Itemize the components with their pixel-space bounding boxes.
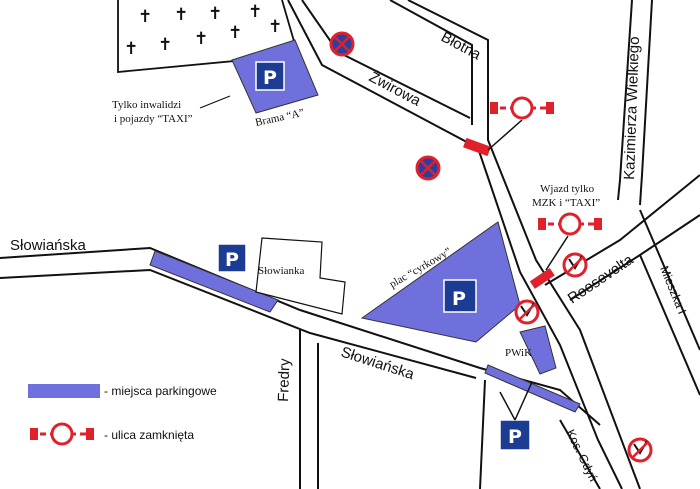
barrier-arrow bbox=[487, 119, 523, 151]
no-stopping-icon bbox=[415, 155, 441, 181]
parking-sign-icon bbox=[499, 419, 531, 451]
legend-closed-label: - ulica zamknięta bbox=[104, 428, 194, 442]
disabled-note-line1: Tylko inwalidzi bbox=[112, 99, 181, 111]
entry-note-line2: MZK i “TAXI” bbox=[532, 197, 600, 209]
parking-sign-icon bbox=[443, 279, 477, 313]
pointer-arrow bbox=[499, 391, 516, 421]
parking-sign-icon bbox=[255, 61, 285, 91]
disabled-note-line2: i pojazdy “TAXI” bbox=[114, 113, 193, 125]
cemetery-cross-icon: ✝ bbox=[174, 5, 188, 25]
cemetery-cross-icon: ✝ bbox=[124, 39, 138, 59]
building-slowianka-label: Słowianka bbox=[258, 265, 305, 277]
legend: - miejsca parkingowe - ulica zamknięta bbox=[28, 384, 217, 446]
street-closed-icon bbox=[490, 96, 554, 120]
cemetery-cross-icon: ✝ bbox=[248, 2, 262, 22]
legend-closed-icon bbox=[30, 422, 94, 446]
no-turn-icon bbox=[562, 252, 588, 278]
cemetery-cross-icon: ✝ bbox=[158, 35, 172, 55]
barrier-icon bbox=[529, 267, 555, 289]
no-turn-icon bbox=[627, 437, 653, 463]
cemetery-cross-icon: ✝ bbox=[208, 4, 222, 24]
cemetery-wall bbox=[117, 0, 300, 73]
cemetery-cross-icon: ✝ bbox=[194, 29, 208, 49]
legend-parking-swatch bbox=[28, 384, 100, 398]
pointer-arrow bbox=[514, 381, 533, 421]
entry-note-line1: Wjazd tylko bbox=[540, 183, 595, 195]
street-kazimierza: Kazimierza Wielkiego bbox=[621, 36, 643, 180]
building-pwik-label: PWiK bbox=[505, 347, 532, 359]
parking-sign-label: P bbox=[452, 288, 466, 310]
cemetery-cross-icon: ✝ bbox=[268, 17, 282, 37]
parking-area-square bbox=[360, 221, 521, 343]
street-fredry: Fredry bbox=[275, 358, 294, 402]
building-slowianka bbox=[255, 237, 346, 315]
note-arrow bbox=[199, 95, 231, 109]
parking-area-pwik-street bbox=[484, 364, 581, 413]
parking-sign-label: P bbox=[225, 249, 239, 271]
parking-sign-icon bbox=[217, 243, 247, 273]
barrier-arrow bbox=[545, 235, 569, 271]
cemetery-cross-icon: ✝ bbox=[138, 7, 152, 27]
parking-sign-label: P bbox=[263, 67, 277, 89]
street-slowianska-left: Słowiańska bbox=[10, 237, 87, 254]
barrier-icon bbox=[463, 137, 491, 157]
no-stopping-icon bbox=[329, 31, 355, 57]
legend-parking-label: - miejsca parkingowe bbox=[104, 384, 217, 398]
cemetery-cross-icon: ✝ bbox=[228, 23, 242, 43]
parking-area-slowianska bbox=[149, 250, 279, 313]
street-closed-icon bbox=[538, 212, 602, 236]
street-slowianska-mid: Słowiańska bbox=[339, 344, 417, 384]
cemetery: ✝ ✝ ✝ ✝ ✝ ✝ ✝ ✝ ✝ bbox=[117, 0, 300, 73]
parking-area-pwik bbox=[519, 325, 557, 375]
parking-sign-label: P bbox=[508, 426, 522, 448]
no-turn-icon bbox=[514, 299, 540, 325]
street-kos-gdyn: Kos. Gdyń bbox=[563, 427, 600, 483]
